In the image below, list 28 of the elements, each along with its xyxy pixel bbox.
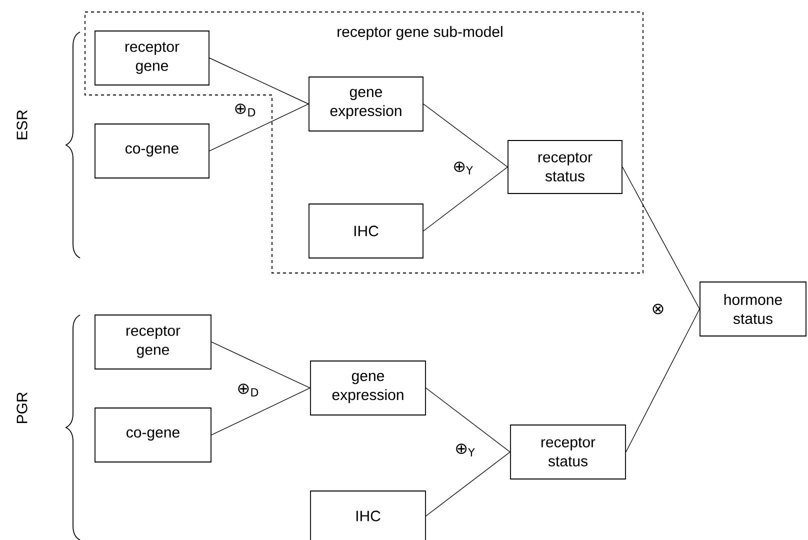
process-box: receptor status (508, 140, 622, 194)
process-box: receptor status (510, 424, 626, 480)
connector-line (622, 166, 700, 310)
connector-line (426, 452, 510, 516)
group-label: PGR (16, 392, 28, 424)
process-box: co-gene (94, 124, 210, 178)
connector-line (211, 342, 310, 388)
connector-line (211, 388, 310, 436)
connector-line (209, 58, 309, 104)
connector-line (423, 166, 508, 232)
connector-line (426, 388, 510, 452)
process-box: gene expression (308, 76, 424, 132)
operator-symbol: ⊕$_{Y}$ (454, 162, 473, 174)
process-box: IHC (310, 490, 426, 540)
operator-symbol: ⊕$_{Y}$ (456, 444, 475, 456)
process-box: gene expression (310, 360, 426, 416)
process-box: IHC (308, 204, 424, 258)
connector-line (626, 308, 700, 452)
process-box: receptor gene (94, 314, 212, 370)
process-box: co-gene (94, 408, 212, 462)
process-box: receptor gene (94, 30, 210, 86)
operator-symbol: ⊗ (652, 304, 664, 314)
operator-symbol: ⊕$_{D}$ (235, 104, 256, 116)
group-label: ESR (16, 110, 28, 140)
connector-line (423, 104, 508, 168)
process-box: hormone status (700, 282, 806, 336)
operator-symbol: ⊕$_{D}$ (238, 384, 258, 396)
connector-line (209, 104, 309, 152)
